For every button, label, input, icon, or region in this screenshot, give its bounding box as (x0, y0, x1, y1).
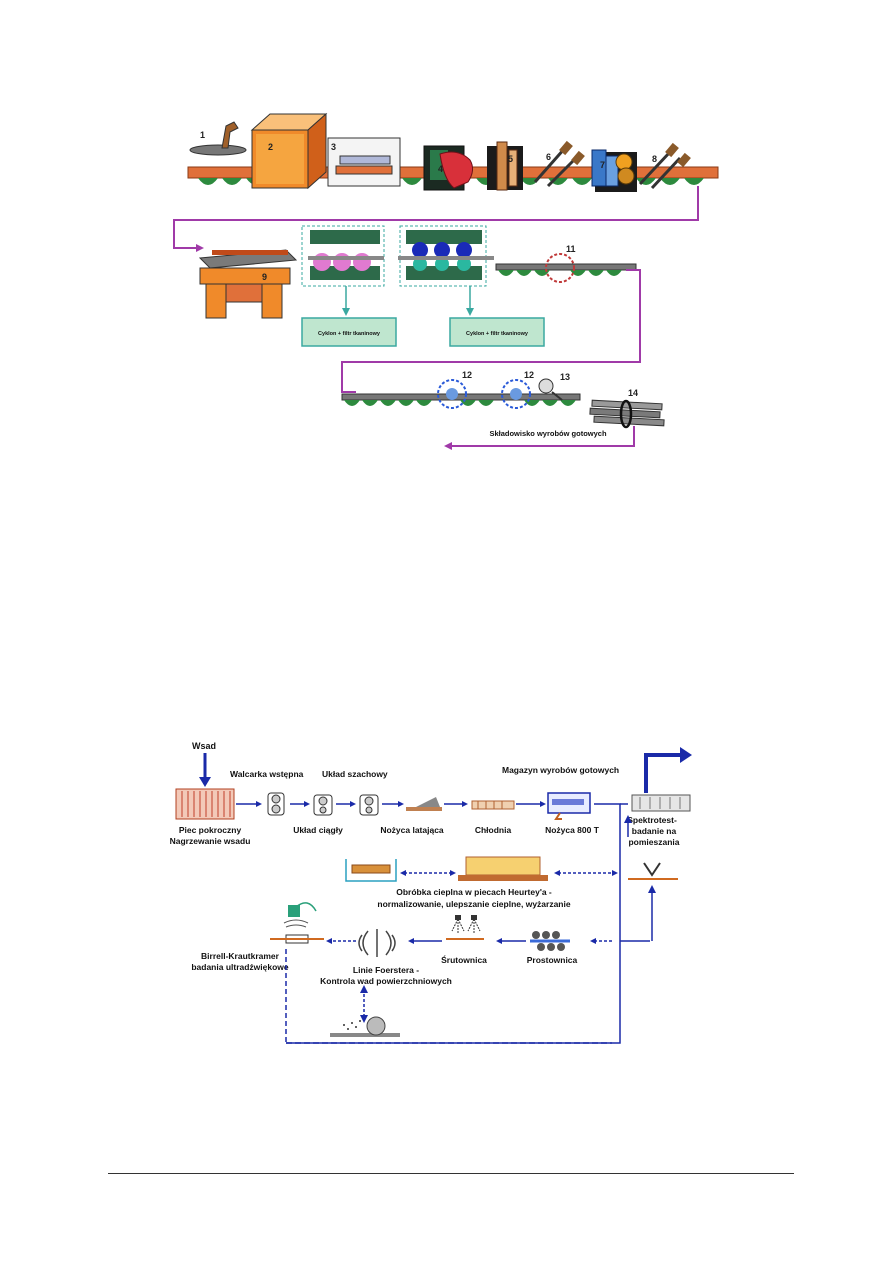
straightener-icon (530, 931, 570, 951)
station-number-1: 1 (200, 130, 205, 140)
flow-connector-1 (173, 186, 699, 249)
label-srutownica: Śrutownica (441, 954, 487, 965)
label-spektrotest-3: pomieszania (628, 837, 679, 847)
station-number-9: 9 (262, 272, 267, 282)
cyclone-filter-label-1: Cyklon + filtr tkaninowy (318, 331, 381, 337)
station-number-7: 7 (600, 160, 605, 170)
cyclone-filter-label-2: Cyklon + filtr tkaninowy (466, 331, 529, 337)
station-1-torch-icon: 1 (189, 121, 247, 156)
label-piec-pokroczny: Piec pokroczny (179, 825, 242, 835)
shot-blaster-icon (446, 915, 484, 940)
walking-beam-furnace-icon (175, 788, 235, 820)
ultrasonic-tester-icon (270, 902, 324, 944)
label-wsad: Wsad (192, 741, 216, 751)
cyclone-filter-box-2: Cyklon + filtr tkaninowy (449, 317, 545, 347)
label-birrell-2: badania ultradźwiękowe (191, 962, 289, 972)
foerster-probe-icon (358, 929, 396, 957)
station-8-shears-icon: 8 (638, 142, 691, 190)
station-6-shears-icon: 6 (533, 140, 585, 188)
magnetic-particle-test-icon (330, 1016, 400, 1037)
station-number-5: 5 (508, 154, 513, 164)
cyclone-arrow-b (466, 308, 474, 316)
label-foerster-1: Linie Foerstera - (353, 965, 419, 975)
station-number-6: 6 (546, 152, 551, 162)
station-5-rolling-stand-icon: 5 (487, 141, 523, 191)
spektrotest-icon (631, 794, 691, 812)
flow-arrowhead-1 (196, 244, 204, 252)
station-9-cooling-bed-icon: 9 (198, 249, 298, 319)
station-number-12a: 12 (462, 370, 472, 380)
shear-800t-icon (547, 792, 591, 820)
station-11-roller-table-icon: 11 (495, 244, 637, 283)
row3-roller-table (341, 393, 581, 406)
label-uklad-ciagly: Układ ciągły (293, 825, 343, 835)
station-14-bundle-icon: 14 (589, 388, 665, 429)
descaling-unit-b-icon (398, 225, 494, 287)
heurtey-furnace-icon (458, 856, 548, 881)
flying-shear-icon (406, 797, 442, 811)
label-magazyn: Magazyn wyrobów gotowych (502, 765, 619, 775)
label-nagrzewanie-wsadu: Nagrzewanie wsadu (170, 836, 251, 846)
label-prostownica: Prostownica (527, 955, 578, 965)
station-number-2: 2 (268, 142, 273, 152)
station-number-11: 11 (566, 244, 576, 254)
label-obrobka-cieplna-2: normalizowanie, ulepszanie cieplne, wyża… (377, 899, 570, 909)
station-2-furnace-icon: 2 (250, 112, 328, 190)
continuous-mill-icon (313, 794, 333, 816)
flow-connector-out (450, 426, 635, 447)
label-obrobka-cieplna-1: Obróbka cieplna w piecach Heurtey'a - (396, 887, 552, 897)
descaling-unit-a-icon (301, 225, 385, 287)
station-number-3: 3 (331, 142, 336, 152)
output-arrowhead (680, 747, 692, 763)
station-4-rolling-stand-icon: 4 (423, 145, 474, 191)
label-walcarka-wstepna: Walcarka wstępna (230, 769, 304, 779)
station-7-finishing-stand-icon: 7 (591, 149, 637, 192)
station-3-heater-icon: 3 (327, 137, 401, 187)
label-chlodnia: Chłodnia (475, 825, 512, 835)
station-12a-inspection-icon: 12 (437, 370, 472, 409)
sampling-station-icon (628, 862, 678, 880)
footer-rule (108, 1173, 794, 1174)
cooling-bed-icon (471, 800, 515, 810)
quench-tank-icon (345, 859, 397, 882)
roughing-mill-icon (267, 792, 285, 816)
cyclone-arrow-a (342, 308, 350, 316)
label-uklad-szachowy: Układ szachowy (322, 769, 388, 779)
label-spektrotest-2: badanie na (632, 826, 677, 836)
label-foerster-2: Kontrola wad powierzchniowych (320, 976, 452, 986)
label-birrell-1: Birrell-Krautkramer (201, 951, 280, 961)
label-nozyca-latajaca: Nożyca latająca (380, 825, 444, 835)
process-flow-diagram: Wsad Piec pokroczny Nagrzewanie wsadu Wa… (170, 741, 692, 1044)
station-number-8: 8 (652, 154, 657, 164)
station-12b-inspection-icon: 12 (501, 370, 534, 409)
station-number-12b: 12 (524, 370, 534, 380)
main-return-line (286, 803, 621, 1044)
output-arrow (644, 753, 682, 793)
rolling-mill-line-figure: 1 2 3 4 5 6 (173, 112, 719, 450)
label-spektrotest-1: Spektrotest- (627, 815, 677, 825)
flow-arrowhead-out (444, 442, 452, 450)
label-nozyca-800t: Nożyca 800 T (545, 825, 600, 835)
cyclone-filter-box-1: Cyklon + filtr tkaninowy (301, 317, 397, 347)
checker-mill-icon (359, 794, 379, 816)
storage-label: Składowisko wyrobów gotowych (489, 429, 607, 438)
flow-connector-2 (341, 269, 641, 393)
station-number-13: 13 (560, 372, 570, 382)
station-number-14: 14 (628, 388, 638, 398)
station-number-4: 4 (438, 164, 443, 174)
station-13-marking-icon: 13 (538, 372, 570, 401)
